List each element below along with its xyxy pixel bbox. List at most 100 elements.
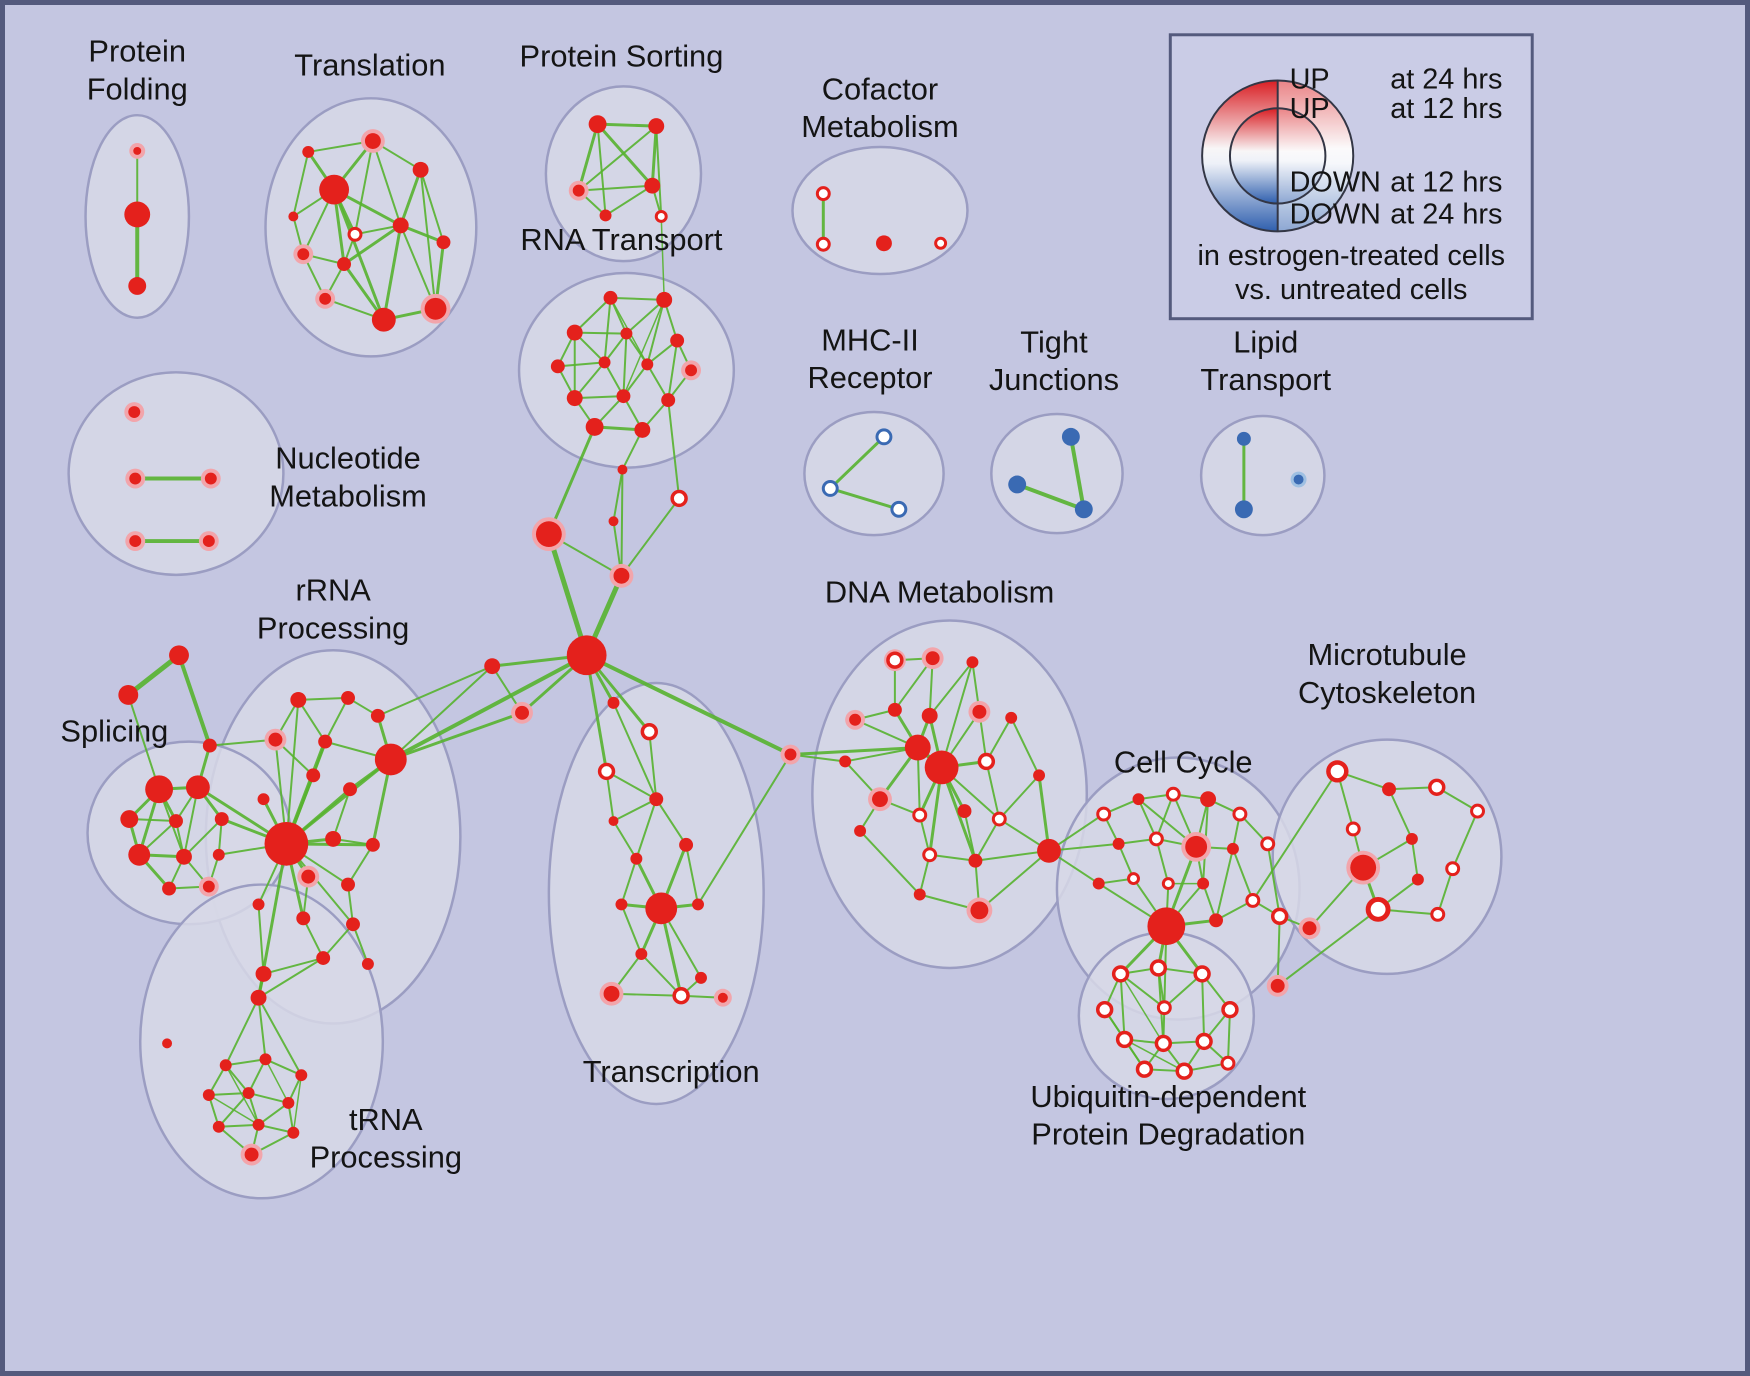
edge-cc9-cc15 [1215,847,1234,922]
edge-tx5-tx7 [620,857,638,906]
node-mc0 [617,464,628,475]
cluster-ellipse-mhc-ii-receptor [803,410,945,537]
edge-rr14-rr19 [257,903,265,975]
edge-rt0-rt2 [573,296,612,334]
node-t8 [297,248,310,261]
node-ub3 [1095,1000,1114,1019]
node-tr10 [287,1126,300,1139]
node-cc1 [1096,806,1112,822]
node-mt1 [1382,782,1397,797]
cluster-label-rrna-processing: rRNA [295,573,371,608]
edge-t1-t5 [353,140,374,236]
cluster-label-protein-sorting: Protein Sorting [520,39,724,74]
node-cm1 [815,236,831,252]
edge-rr6-mc7 [389,711,524,761]
node-cc10 [1260,836,1276,852]
edge-t6-t11 [382,223,403,322]
cluster-label-rrna-processing: Processing [257,610,409,645]
node-mc2 [535,521,562,548]
edge-t2-t7 [419,168,445,244]
node-nm3 [129,535,142,548]
edge-rt3-rt7 [625,332,649,366]
node-dm12 [1033,769,1046,782]
edge-rr16-rr17 [322,923,354,960]
cluster-label-splicing: Splicing [60,714,168,749]
node-dm2 [966,656,979,669]
legend-time-down-24: at 24 hrs [1390,198,1502,230]
edge-mt1-mt5 [1388,788,1413,840]
edge-fr0-fr1 [125,652,182,698]
node-rt6 [598,356,611,369]
edge-rr16-rr18 [352,923,369,965]
edge-tx0-tx2 [648,730,658,801]
node-rr1 [290,691,307,708]
edge-ub2-ub7 [1201,972,1206,1043]
node-fr2 [202,738,217,753]
node-nm2 [204,472,217,485]
node-tx8 [692,898,704,911]
edge-sp4-sp6 [182,818,223,858]
edge-tr0-tr2 [224,996,260,1067]
edge-rt3-rt10 [622,332,628,398]
node-cc8 [1185,835,1208,858]
node-tx10 [695,971,707,984]
node-dm5 [921,707,938,724]
node-tr7 [282,1097,295,1109]
edge-rr17-rr19 [262,957,325,975]
edge-rr1-rr2 [297,696,350,701]
edge-t2-t12 [419,168,437,310]
node-pf1 [124,201,151,228]
node-mc5 [566,635,607,676]
edge-fr2-rr4 [208,738,277,747]
node-dm9 [904,734,931,761]
node-mt6 [1350,854,1377,881]
legend-label-down-12: DOWN [1290,167,1381,199]
cluster-label-tight-junctions: Tight [1020,324,1088,359]
legend-time-up-24: at 24 hrs [1390,63,1502,95]
node-rr8 [343,782,357,797]
node-pf0 [133,146,142,155]
node-sp6 [176,848,192,865]
node-mt0 [1326,760,1349,783]
edge-mh0-mh1 [828,435,886,490]
node-t0 [302,145,315,158]
node-cc6 [1112,837,1125,850]
node-mt8 [1445,861,1461,877]
legend-time-down-12: at 12 hrs [1390,167,1502,199]
legend-caption-line-1: in estrogen-treated cells [1197,240,1505,272]
cluster-ellipse-lipid-transport [1199,414,1326,537]
node-mh0 [875,428,893,446]
edge-cc10-cc18 [1266,842,1281,918]
edge-rt4-rt11 [667,339,679,402]
node-dm4 [887,702,902,717]
edge-ps1-ps2 [577,125,658,192]
node-cc14 [1147,907,1186,946]
cluster-label-nucleotide-metabolism: Nucleotide [275,441,421,476]
node-t2 [412,161,429,178]
node-t1 [364,133,381,149]
node-rr19 [255,965,272,982]
node-tr11 [244,1147,259,1162]
cluster-label-cell-cycle: Cell Cycle [1114,744,1253,779]
node-t11 [371,307,396,332]
edge-mc5-cn0 [584,653,793,757]
node-rt11 [661,393,676,408]
node-sp5 [128,843,151,866]
node-tx13 [717,992,728,1003]
edge-rr6-mc5 [388,653,589,762]
edge-rr2-rr5 [324,696,350,743]
edge-dm16-dm18 [974,818,1001,862]
node-rr5 [318,734,333,749]
node-dm20 [970,901,989,920]
node-ub2 [1193,965,1211,983]
node-sp3 [169,814,183,828]
cluster-label-ubiquitin-degradation: Protein Degradation [1031,1117,1305,1152]
edge-tr8-tr9 [217,1123,260,1128]
node-rt4 [670,333,685,348]
edge-rr8-rr10 [332,788,352,840]
node-rr12 [301,869,316,884]
legend: UP at 24 hrs UP at 12 hrs DOWN at 12 hrs… [1168,33,1534,321]
edge-dm12-dm16 [998,774,1041,821]
node-tr4 [295,1069,308,1082]
